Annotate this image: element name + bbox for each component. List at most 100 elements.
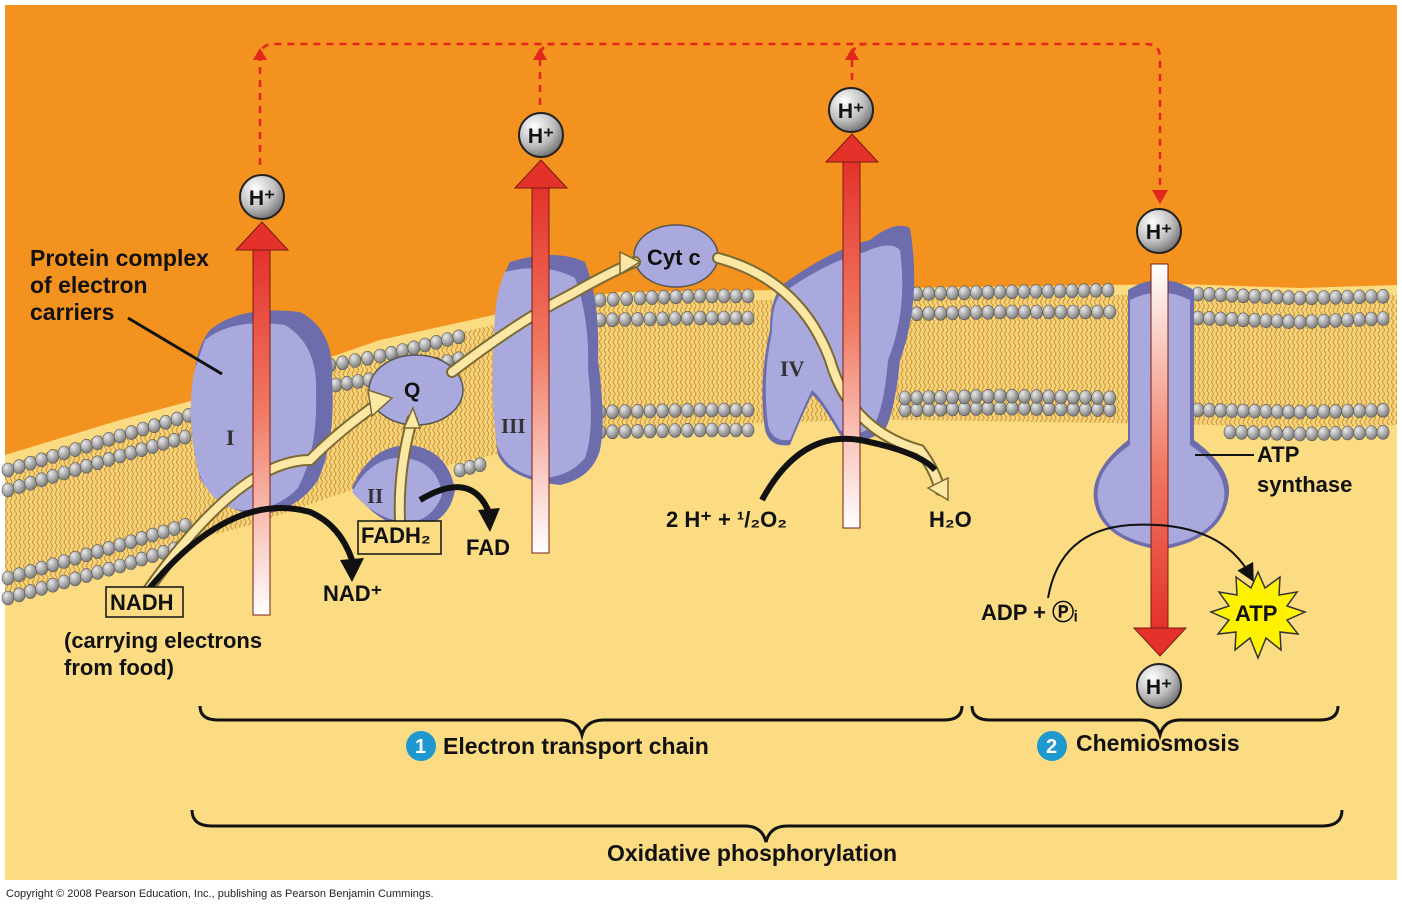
phospholipid-head [681,402,694,418]
phospholipid-head [668,403,682,418]
nadh-label: NADH [110,590,174,615]
phospholipid-head [168,432,181,448]
phospholipid-head [24,475,37,491]
phospholipid-head [91,455,104,471]
step2-badge [1037,731,1067,761]
phospholipid-head [102,540,116,556]
phospholipid-head [91,565,104,580]
phospholipid-head [157,524,170,540]
phospholipid-head [1258,425,1272,441]
complex-IV-label: IV [780,356,805,381]
e-arrowhead-cytc [619,250,642,276]
phospholipid-head [113,448,127,464]
phospholipid-head [157,436,170,451]
oxphos-brace [190,809,1344,843]
phospholipid-head [473,457,487,473]
step2-number: 2 [1046,736,1057,758]
phospholipid-head [102,561,116,577]
phospholipid-head [1,590,15,606]
phospholipid-head [1203,311,1216,326]
step1-label: Electron transport chain [443,733,709,759]
phospholipid-head [1376,288,1390,304]
phospholipid-head [113,537,127,553]
phospholipid-head [934,389,947,405]
phospholipid-head [741,402,755,418]
phospholipid-head [1030,304,1043,320]
dash-arrowhead-3 [845,48,859,60]
phospholipid-head [1248,288,1261,304]
proton-arrow-I [234,221,290,616]
phospholipid-head [741,310,755,326]
phospholipid-head [1030,389,1043,404]
phospholipid-head [125,425,138,440]
phospholipid-head [35,472,48,488]
phospholipid-head [669,289,683,305]
phospholipid-head [681,289,695,304]
phospholipid-head [68,571,82,587]
phospholipid-head [1079,304,1092,320]
phospholipid-head [135,551,148,567]
phospholipid-head [1305,404,1319,420]
phospholipid-head [148,418,161,434]
phospholipid-head [1225,403,1239,419]
phospholipid-head [1214,403,1227,418]
phospholipid-head [1237,403,1250,419]
phospholipid-head [1259,313,1273,329]
nad-plus-label: NAD⁺ [323,581,382,606]
protein-complex-label-2: of electron [30,272,148,298]
phospholipid-head [1005,284,1019,300]
phospholipid-head [102,432,116,447]
nadh-note-2: from food) [64,655,174,680]
phospholipid-head [668,423,682,438]
phospholipid-head [1329,289,1342,305]
phospholipid-head [1005,388,1019,404]
phospholipid-head [80,458,93,474]
phospholipid-head [631,423,644,439]
phospholipid-head [340,375,354,391]
dash-arrowhead-4 [1152,190,1168,204]
phospholipid-head [113,558,127,574]
phospholipid-head [407,340,421,356]
phospholipid-head [1091,304,1104,320]
phospholipid-head [606,312,619,328]
phospholipid-head [910,390,924,406]
protein-complex-label-1: Protein complex [30,245,209,271]
phospholipid-head [1214,311,1227,327]
phospholipid-head [620,291,634,307]
phospholipid-head [741,288,755,304]
phospholipid-head [633,290,647,306]
proton-return-branch-IV [850,42,867,80]
phospholipid-head [969,285,983,300]
phospholipid-head [1103,304,1117,320]
phospholipid-head [35,452,48,468]
phospholipid-head [993,304,1007,320]
phospholipid-head [1079,390,1092,405]
phospholipid-head [643,311,657,327]
phospholipid-head [1053,283,1067,299]
phospholipid-head [1317,313,1331,329]
phospholipid-head [57,445,71,461]
phospholipid-head [24,455,37,471]
phospholipid-head [102,452,116,467]
phospholipid-head [146,439,159,454]
phospholipid-head [136,421,150,437]
phospholipid-head [606,424,619,440]
phospholipid-head [681,310,694,326]
phospholipid-head [1271,404,1284,419]
phospholipid-head [1054,389,1068,405]
proton-label: H⁺ [528,125,554,148]
e-arrowhead-water [926,476,949,502]
phospholipid-head [898,390,912,406]
phospholipid-head [373,348,387,364]
phospholipid-head [1203,402,1216,418]
phospholipid-head [631,403,644,419]
proton-label: H⁺ [249,187,275,210]
phospholipid-head [1329,403,1342,419]
phospholipid-head [1317,426,1331,441]
phospholipid-head [1271,289,1284,305]
phospholipid-head [1223,424,1237,440]
phospholipid-head [910,306,924,322]
phospholipid-head [705,422,719,438]
phospholipid-head [1018,304,1031,320]
